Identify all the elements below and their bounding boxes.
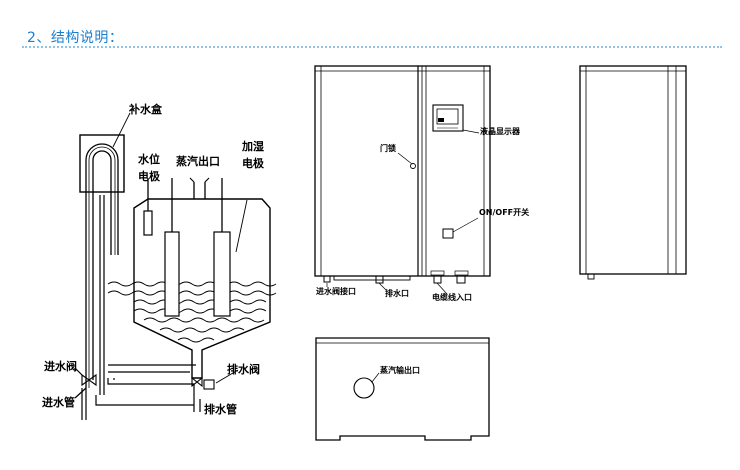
cable-port-1 — [433, 275, 442, 284]
front-cabinet — [314, 65, 491, 277]
u-tube-outer-2 — [88, 146, 116, 388]
label-drain-port: 排水口 — [385, 288, 409, 298]
door-lock-icon — [410, 163, 416, 169]
base-plate — [333, 275, 411, 281]
side-cabinet — [579, 65, 687, 275]
front-view — [314, 65, 491, 295]
label-humid-electrode-1: 加湿 — [241, 139, 264, 153]
inlet-valve-symbol — [81, 373, 97, 387]
humid-electrode-1 — [164, 231, 180, 317]
cable-port-2 — [456, 275, 466, 284]
side-view — [579, 65, 687, 280]
label-inlet-port: 进水阀接口 — [316, 286, 356, 296]
drain-return-pipe — [107, 378, 195, 399]
drain-valve-symbol — [191, 376, 203, 388]
top-cabinet — [315, 337, 490, 441]
u-tube-inner — [92, 150, 112, 380]
steam-outlet-neck — [193, 182, 206, 199]
lcd-display — [432, 104, 464, 132]
level-electrode-tip — [143, 210, 153, 236]
label-onoff-switch: ON/OFF开关 — [479, 207, 529, 217]
label-inlet-pipe: 进水管 — [42, 395, 75, 409]
refill-box — [79, 134, 125, 193]
drain-pipe-route — [95, 395, 194, 406]
water-waves — [107, 281, 277, 343]
label-inlet-valve: 进水阀 — [44, 359, 77, 373]
top-view — [315, 337, 490, 441]
label-cable-inlet: 电缆线入口 — [432, 292, 472, 302]
label-humid-electrode-2: 电极 — [242, 156, 265, 170]
dotted-divider — [22, 46, 722, 48]
drain-port — [375, 275, 384, 284]
label-refill-box: 补水盒 — [128, 102, 163, 116]
label-level-electrode-1: 水位 — [138, 152, 160, 166]
humid-electrode-2 — [213, 231, 231, 317]
label-steam-pipe-outlet: 蒸汽输出口 — [380, 365, 420, 375]
label-drain-valve: 排水阀 — [227, 362, 260, 376]
drain-valve-actuator — [203, 379, 215, 390]
label-drain-pipe: 排水管 — [204, 402, 237, 416]
steam-cylinder — [133, 198, 271, 379]
humidifier-schematic — [74, 112, 277, 420]
steam-pipe-outlet-icon — [353, 377, 375, 399]
label-door-lock: 门锁 — [380, 143, 396, 153]
onoff-switch — [442, 228, 454, 239]
u-tube-outer — [85, 143, 119, 388]
label-level-electrode-2: 电极 — [138, 169, 161, 183]
inlet-port — [323, 275, 331, 283]
label-lcd-display: 液晶显示器 — [480, 126, 521, 136]
label-steam-outlet: 蒸汽出口 — [176, 154, 220, 168]
section-heading: 2、结构说明： — [27, 30, 124, 46]
